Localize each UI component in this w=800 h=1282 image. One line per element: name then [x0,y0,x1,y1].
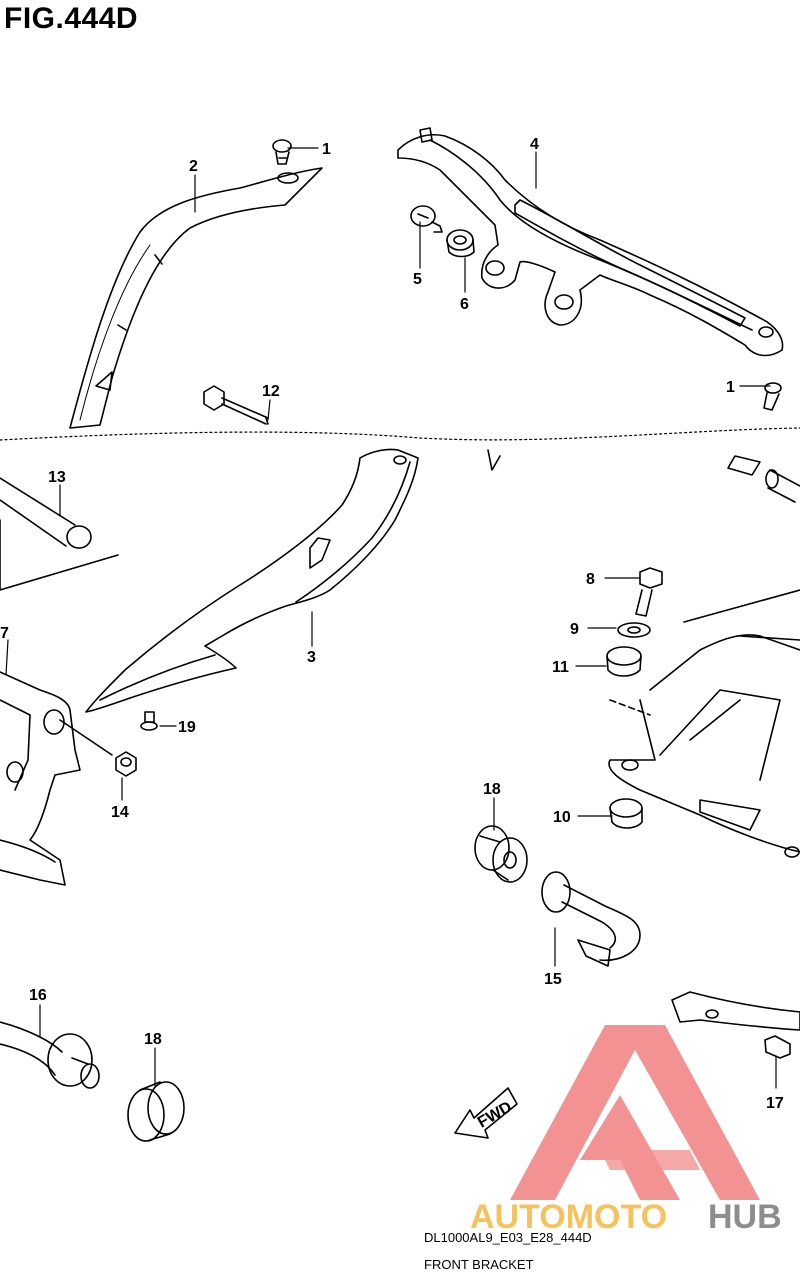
callout-13: 13 [48,469,66,486]
part-1-screw-top [272,139,292,165]
callout-4: 4 [530,136,539,153]
callout-12: 12 [262,383,280,400]
watermark-text-auto: AUTOMOTO [470,1198,667,1236]
part-4-bracket [397,127,784,357]
figure-title: FIG.444D [4,2,139,35]
fwd-arrow [454,1087,518,1139]
callout-17: 17 [766,1095,784,1112]
callout-8: 8 [586,571,595,588]
part-11-grommet [606,646,642,677]
fwd-label: FWD [475,1099,515,1132]
callout-15: 15 [544,971,562,988]
frame-section-line [0,427,800,441]
part-2-cover-strip [69,167,323,429]
diagram-caption: FRONT BRACKET [424,1257,534,1272]
part-9-washer [617,622,651,638]
part-19-bolt [140,711,158,731]
callout-10: 10 [553,809,571,826]
callout-6: 6 [460,296,469,313]
part-12-bolt [203,385,269,425]
part-1-bolt-cluster-right [727,455,800,503]
watermark-triangle [510,1025,760,1200]
part-7-bracket [0,671,113,886]
callout-9: 9 [570,621,579,638]
callout-5: 5 [413,271,422,288]
watermark-text-hub: HUB [708,1198,782,1236]
part-17-bracket [671,991,800,1059]
callout-16: 16 [29,987,47,1004]
callout-7: 7 [0,625,9,642]
callout-18-lower: 18 [144,1031,162,1048]
callout-1-right: 1 [726,379,735,396]
callout-14: 14 [111,804,129,821]
part-13-rod [0,477,119,591]
callout-11: 11 [552,659,569,676]
part-10-grommet [609,798,643,829]
part-8-bolt [635,567,663,617]
diagram-code: DL1000AL9_E03_E28_444D [424,1230,592,1245]
part-16-pipe [0,1021,100,1089]
right-support-bracket [608,589,800,858]
callout-18-upper: 18 [483,781,501,798]
callout-2: 2 [189,158,198,175]
part-5-screw [410,205,443,233]
callout-19: 19 [178,719,196,736]
part-3-cover [85,448,501,713]
part-1-screw-right [763,382,782,411]
callout-3: 3 [307,649,316,666]
watermark-logo: AUTOMOTO HUB [470,1025,782,1236]
part-18-rubber-lower [127,1081,185,1142]
callout-1: 1 [322,141,331,158]
part-14-nut [115,751,137,777]
part-6-collar [446,229,475,258]
leader-lines [5,147,777,1089]
callout-labels: 1 2 4 5 6 12 1 13 8 9 11 7 3 19 14 18 10… [0,136,784,1112]
part-15-pipe [541,871,641,967]
part-18-rubber-upper [474,825,528,883]
